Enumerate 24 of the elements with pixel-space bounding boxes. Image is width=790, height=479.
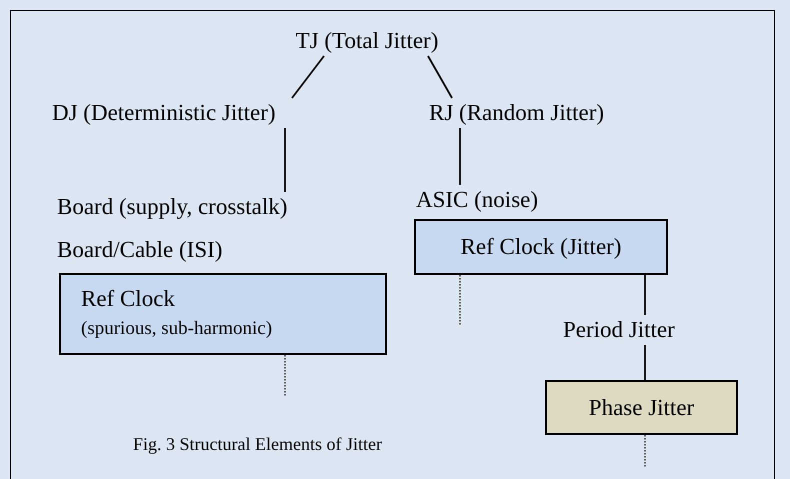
text-label: Period Jitter (563, 315, 728, 345)
process-box (414, 219, 668, 275)
connector-line (644, 345, 646, 380)
text-label: ASIC (noise) (416, 185, 581, 215)
text-label: RJ (Random Jitter) (429, 98, 674, 128)
text-label: Board (supply, crosstalk) (57, 192, 372, 222)
box-label: Phase Jitter (588, 394, 696, 422)
figure-caption: Fig. 3 Structural Elements of Jitter (133, 434, 382, 455)
dotted-line (284, 355, 286, 396)
process-box (545, 380, 738, 435)
connector-line (459, 128, 461, 185)
dotted-line (644, 435, 646, 467)
connector-line (284, 128, 286, 192)
connector-line (644, 275, 646, 315)
connector-line (291, 55, 325, 99)
box-label: Ref Clock (81, 285, 176, 313)
text-label: TJ (Total Jitter) (262, 26, 472, 56)
text-label: DJ (Deterministic Jitter) (52, 98, 364, 128)
box-label: Ref Clock (Jitter) (460, 233, 622, 261)
box-label: (spurious, sub-harmonic) (81, 317, 274, 341)
dotted-line (459, 275, 461, 325)
connector-line (427, 56, 453, 98)
text-label: Board/Cable (ISI) (57, 235, 287, 265)
process-box (59, 273, 387, 355)
